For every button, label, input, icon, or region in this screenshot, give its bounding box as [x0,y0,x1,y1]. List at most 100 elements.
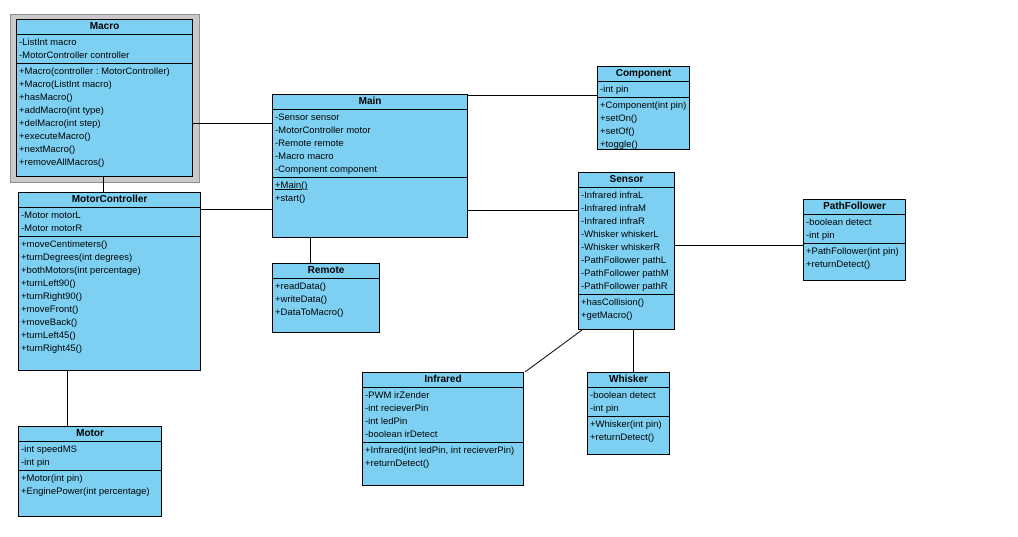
methods-compartment: +Whisker(int pin) +returnDetect() [588,416,669,454]
class-title: Main [358,96,382,107]
method: +removeAllMacros() [19,157,105,168]
method: +Motor(int pin) [21,473,83,484]
method: +turnLeft90() [21,278,76,289]
attribute: -MotorController motor [275,125,371,136]
attribute: -int speedMS [21,444,77,455]
method: +setOf() [600,126,635,137]
method: +bothMotors(int percentage) [21,265,141,276]
method: +readData() [275,281,326,292]
class-component[interactable]: Component -int pin +Component(int pin) +s… [597,66,690,150]
method: +turnRight90() [21,291,82,302]
attribute: -Component component [275,164,377,175]
attributes-compartment: -ListInt macro -MotorController controlle… [17,34,192,63]
class-title: Component [615,68,672,79]
attribute: -PWM irZender [365,390,430,401]
class-title: Macro [89,21,120,32]
class-pathfollower[interactable]: PathFollower -boolean detect-int pin +Pa… [803,199,906,281]
class-title: Remote [307,265,345,276]
method: +PathFollower(int pin) [806,246,899,257]
attributes-compartment: -int pin [598,81,689,97]
attributes-compartment: -int speedMS -int pin [19,441,161,470]
attribute: -Sensor sensor [275,112,340,123]
attribute: -Macro macro [275,151,334,162]
method: +toggle() [600,139,638,150]
method: +Macro(controller : MotorController) [19,66,170,77]
class-remote[interactable]: Remote +readData() +writeData() +DataToMac… [272,263,380,333]
method: +addMacro(int type) [19,105,104,116]
method: +turnRight45() [21,343,82,354]
method: +Macro(ListInt macro) [19,79,112,90]
class-title: Whisker [609,374,648,385]
method: +writeData() [275,294,327,305]
method: +nextMacro() [19,144,76,155]
attribute: -Infrared infraM [581,203,646,214]
methods-compartment: +hasCollision() +getMacro() [579,294,674,329]
attributes-compartment: -boolean detect -int pin [588,387,669,416]
attributes-compartment: -Motor motorL -Motor motorR [19,207,200,236]
method: +Whisker(int pin) [590,419,662,430]
attribute: -Motor motorR [21,223,83,234]
attributes-compartment: -PWM irZender -int recieverPin -int ledPin… [363,387,523,442]
methods-compartment: +Infrared(int ledPin, int recieverPin) +r… [363,442,523,485]
attribute: -int ledPin [365,416,408,427]
attribute: -Motor motorL [21,210,81,221]
class-title: Infrared [424,374,462,385]
method: +Component(int pin) [600,100,687,111]
methods-compartment: +PathFollower(int pin) +returnDetect() [804,243,905,280]
methods-compartment: +readData() +writeData() +DataToMacro() [273,278,379,332]
attribute: -MotorController controller [19,50,130,61]
class-macro[interactable]: Macro -ListInt macro -MotorController con… [16,19,193,177]
attribute: -boolean detect [590,390,656,401]
attribute: -Infrared infraL [581,190,644,201]
class-sensor[interactable]: Sensor -Infrared infraL -Infrared infraM -… [578,172,675,330]
method: +delMacro(int step) [19,118,101,129]
attributes-compartment: -Sensor sensor -MotorController motor -Rem… [273,109,467,177]
attribute: -PathFollower pathL [581,255,667,266]
method: +hasCollision() [581,297,645,308]
method: +executeMacro() [19,131,91,142]
class-whisker[interactable]: Whisker -boolean detect -int pin +Whisker… [587,372,670,455]
attribute: -int pin [806,230,835,241]
attribute: -Remote remote [275,138,344,149]
method: +returnDetect() [365,458,430,469]
class-title: PathFollower [823,201,886,212]
attribute: -int pin [21,457,50,468]
class-motorcontroller[interactable]: MotorController -Motor motorL-Motor moto… [18,192,201,371]
method: +returnDetect() [806,259,871,270]
class-title: Sensor [609,174,644,185]
method: +returnDetect() [590,432,655,443]
attribute: -Whisker whiskerL [581,229,659,240]
methods-compartment: +moveCentimeters() +turnDegrees(int degre… [19,236,200,370]
attributes-compartment: -Infrared infraL-Infrared infraM-Infrare… [579,187,674,294]
class-main[interactable]: Main -Sensor sensor -MotorController moto… [272,94,468,238]
method: +Infrared(int ledPin, int recieverPin) [365,445,515,456]
methods-compartment: +Component(int pin) +setOn() +setOf() +togg… [598,97,689,150]
attribute: -boolean irDetect [365,429,438,440]
connector-sensor-infrared[interactable] [524,329,583,373]
attributes-compartment: -boolean detect-int pin [804,214,905,243]
attribute: -int recieverPin [365,403,429,414]
attribute: -PathFollower pathR [581,281,668,292]
class-infrared[interactable]: Infrared -PWM irZender -int recieverPin -i… [362,372,524,486]
method: +Main() [275,180,308,191]
method: +EnginePower(int percentage) [21,486,150,497]
method: +moveFront() [21,304,79,315]
method: +hasMacro() [19,92,73,103]
method: +start() [275,193,306,204]
attribute: -ListInt macro [19,37,77,48]
class-motor[interactable]: Motor -int speedMS-int pin +Motor(int pi… [18,426,162,517]
methods-compartment: +Motor(int pin) +EnginePower(int percenta… [19,470,161,516]
attribute: -Whisker whiskerR [581,242,661,253]
attribute: -int pin [590,403,619,414]
method: +setOn() [600,113,638,124]
method: +getMacro() [581,310,633,321]
method: +turnDegrees(int degrees) [21,252,133,263]
attribute: -PathFollower pathM [581,268,669,279]
method: +DataToMacro() [275,307,344,318]
class-title: MotorController [71,194,148,205]
attribute: -int pin [600,84,629,95]
methods-compartment: +Macro(controller : MotorController) +Mac… [17,63,192,176]
method: +moveCentimeters() [21,239,108,250]
